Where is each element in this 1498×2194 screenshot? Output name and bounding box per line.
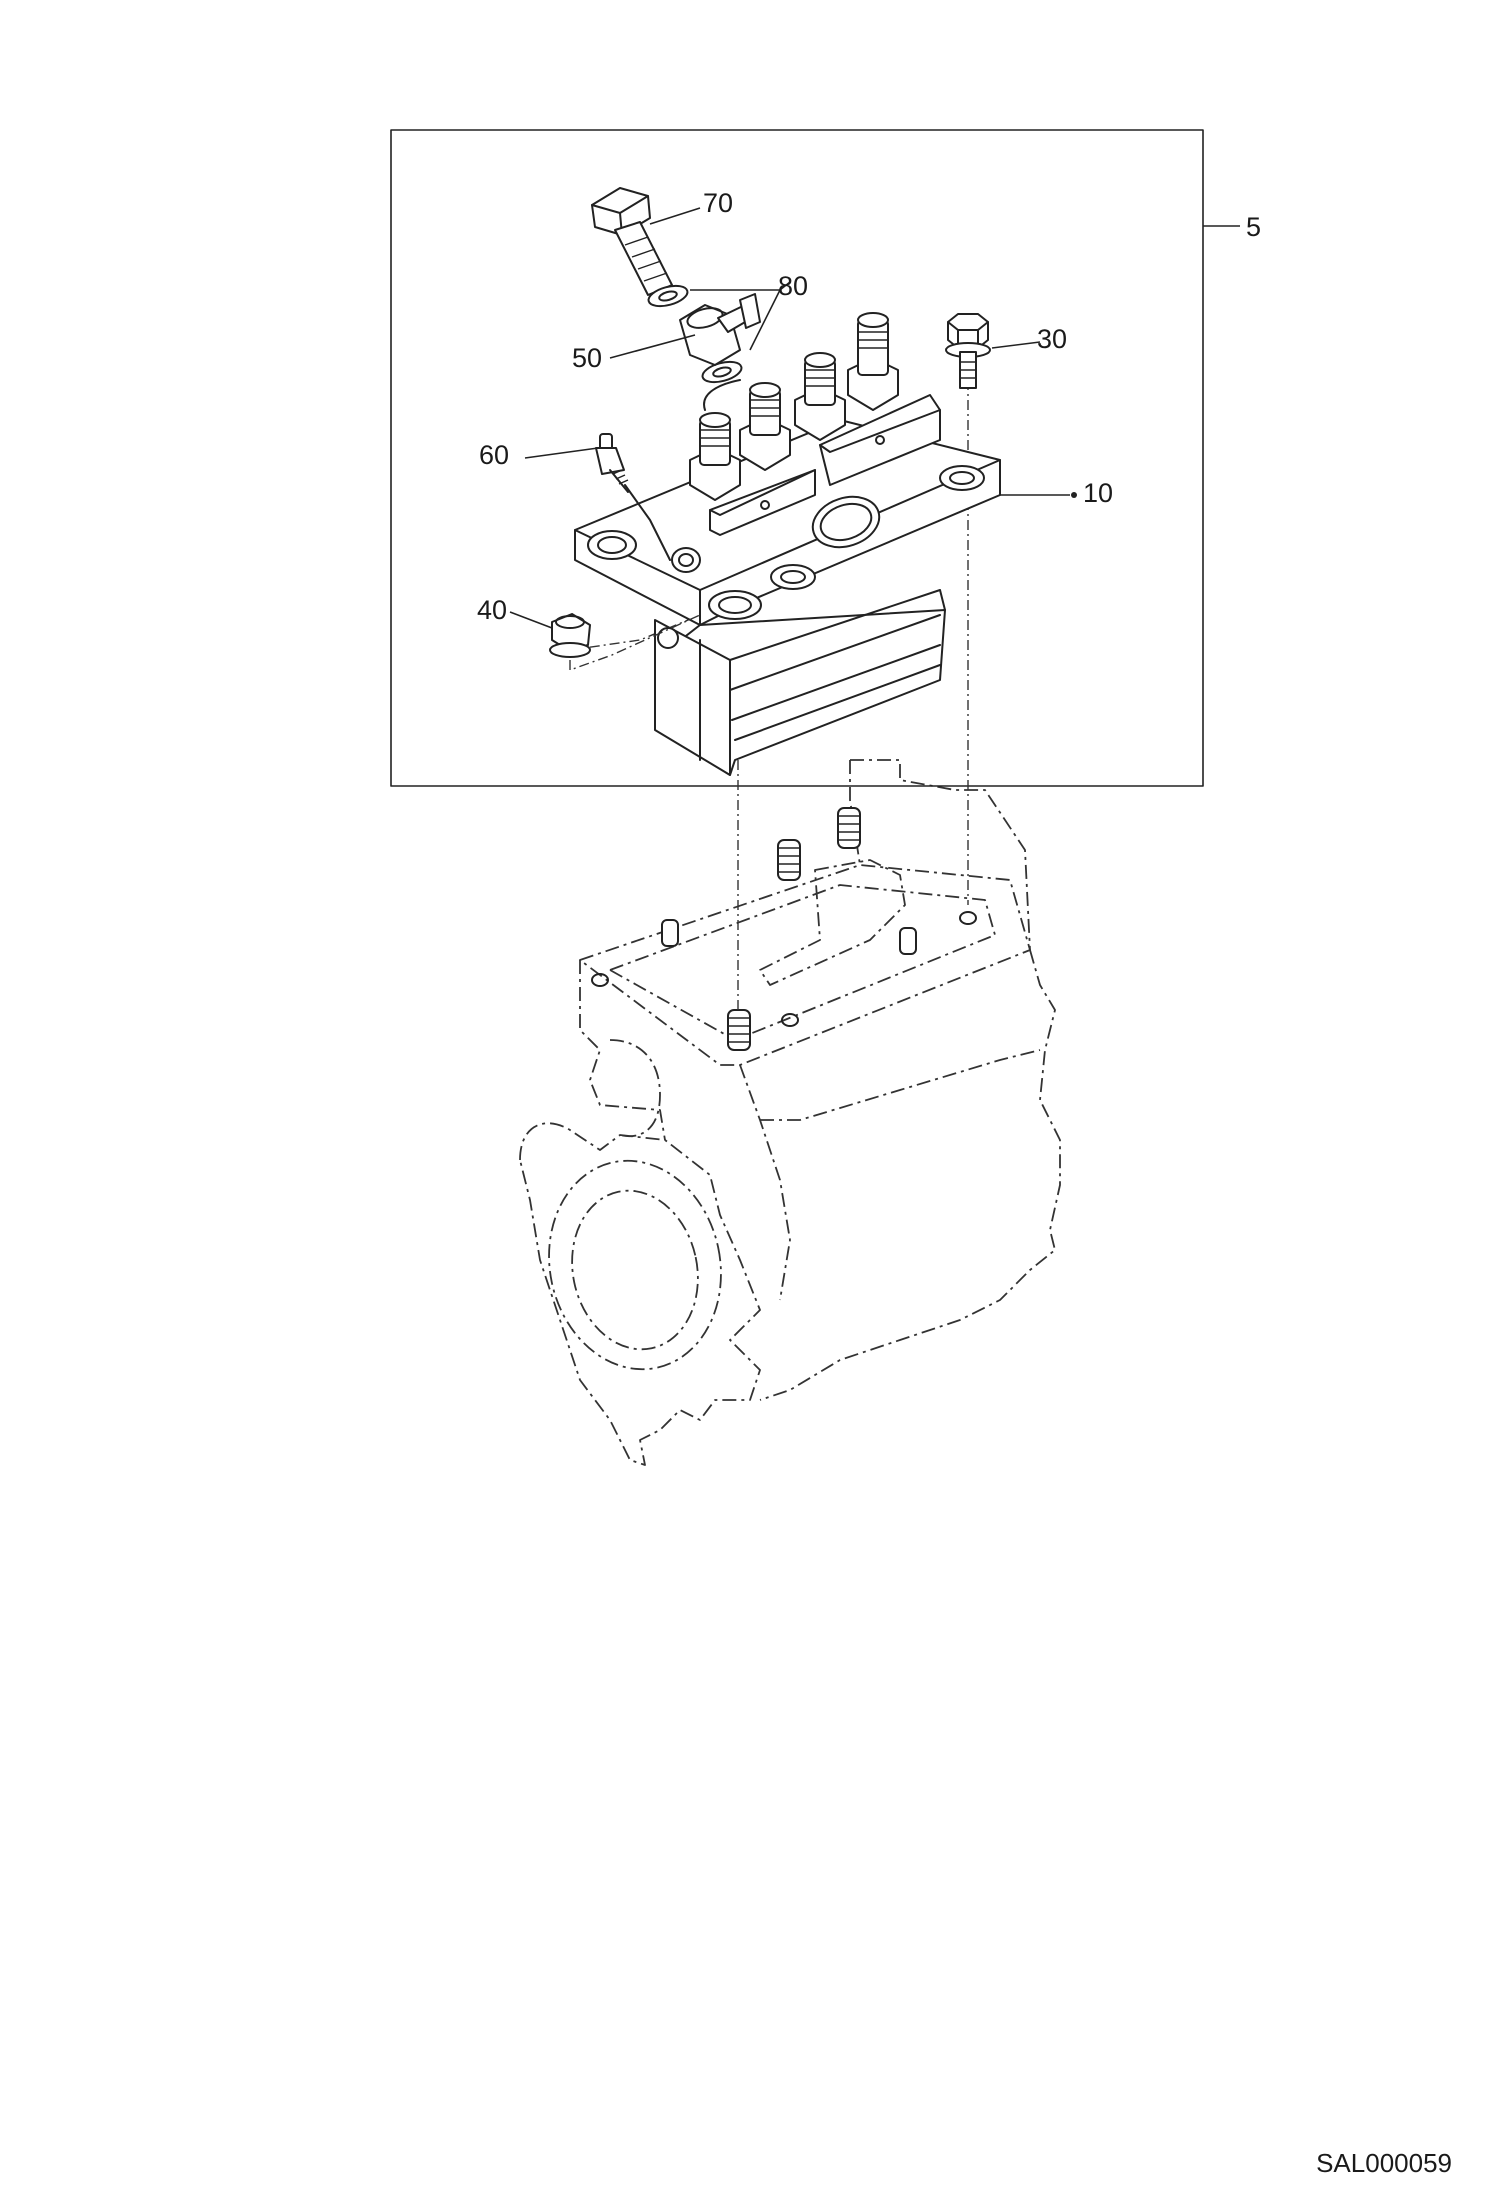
callout-70: 70 (703, 188, 733, 218)
engine-block-outline (519, 759, 1061, 1466)
bolt-hole (591, 973, 609, 987)
banjo-fitting-50 (679, 293, 761, 366)
banjo-bolt-70 (591, 187, 673, 296)
leader-dot (1071, 492, 1077, 498)
nut-guide (569, 614, 701, 671)
flange-nut-40 (549, 613, 591, 658)
dowel-pin-right (899, 927, 917, 955)
washer-80-bottom (701, 360, 743, 384)
connector-nut (671, 547, 701, 573)
delivery-valve-1 (689, 412, 741, 501)
flange-bolt-30 (945, 313, 991, 389)
stud-back-right (837, 807, 861, 849)
callout-60: 60 (479, 440, 509, 470)
bolt-hole (781, 1013, 799, 1027)
bolt-hole (959, 911, 977, 925)
delivery-valve-holders (689, 312, 899, 501)
assembly-frame (390, 129, 1204, 787)
callout-40: 40 (477, 595, 507, 625)
callout-80: 80 (778, 271, 808, 301)
leader-lines (509, 207, 1240, 629)
block-studs (591, 807, 977, 1051)
callout-10: 10 (1083, 478, 1113, 508)
return-hose (703, 379, 741, 411)
callout-5: 5 (1246, 212, 1261, 242)
delivery-valve-2 (739, 382, 791, 471)
callout-labels: 70 80 50 30 60 10 40 5 (477, 188, 1261, 625)
injection-pump-body (574, 394, 1001, 776)
delivery-valve-4 (847, 312, 899, 411)
dowel-pin-left (661, 919, 679, 947)
stud-front (727, 1009, 751, 1051)
connector-pipe (624, 484, 671, 561)
callout-30: 30 (1037, 324, 1067, 354)
reference-code: SAL000059 (1316, 2148, 1452, 2178)
bleed-screw-60 (595, 433, 629, 493)
delivery-valve-3 (794, 352, 846, 441)
washer-80-top (647, 284, 689, 308)
callout-50: 50 (572, 343, 602, 373)
stud-back-left (777, 839, 801, 881)
